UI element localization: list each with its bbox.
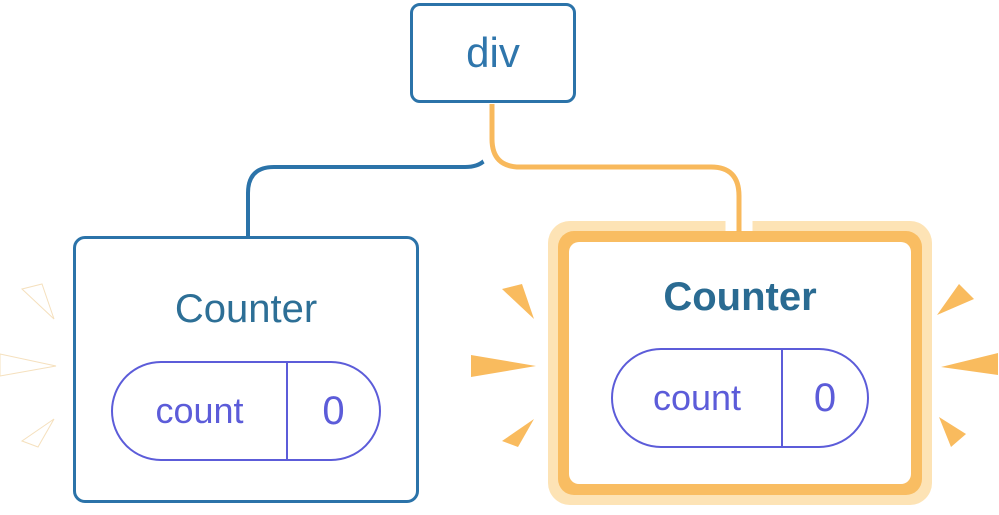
- counter-card-left: Counter count 0: [73, 236, 419, 503]
- state-key-left: count: [113, 363, 288, 459]
- flash-dash-orange-left-top: [502, 284, 534, 319]
- flash-dash-white-top: [20, 283, 55, 320]
- flash-dash-orange-right-bottom: [939, 417, 966, 447]
- counter-card-right-highlight: Counter count 0: [548, 221, 932, 505]
- state-value-right: 0: [813, 375, 837, 420]
- edge-to-right-counter: [489, 104, 742, 232]
- state-pill-right: count 0: [611, 348, 869, 448]
- counter-card-right-inner: Counter count 0: [569, 242, 911, 484]
- state-pill-left: count 0: [111, 361, 381, 461]
- flash-dash-orange-left-bottom: [502, 419, 534, 447]
- counter-title-right: Counter: [663, 275, 817, 319]
- flash-dash-white-bottom: [20, 418, 55, 448]
- edge-to-left-counter: [246, 104, 493, 238]
- highlight-ring: Counter count 0: [558, 231, 922, 495]
- flash-dash-orange-left-middle: [471, 355, 536, 377]
- flash-dash-orange-right-top: [937, 284, 974, 315]
- state-value-left: 0: [322, 388, 345, 433]
- root-div-label: div: [466, 29, 520, 76]
- edge-to-right-counter-casing: [478, 104, 753, 231]
- flash-dash-orange-right-middle: [941, 353, 998, 375]
- flash-dash-white-middle: [0, 353, 57, 377]
- state-key-right: count: [613, 350, 783, 446]
- root-div-node: div: [410, 3, 576, 103]
- counter-title-left: Counter: [174, 287, 318, 331]
